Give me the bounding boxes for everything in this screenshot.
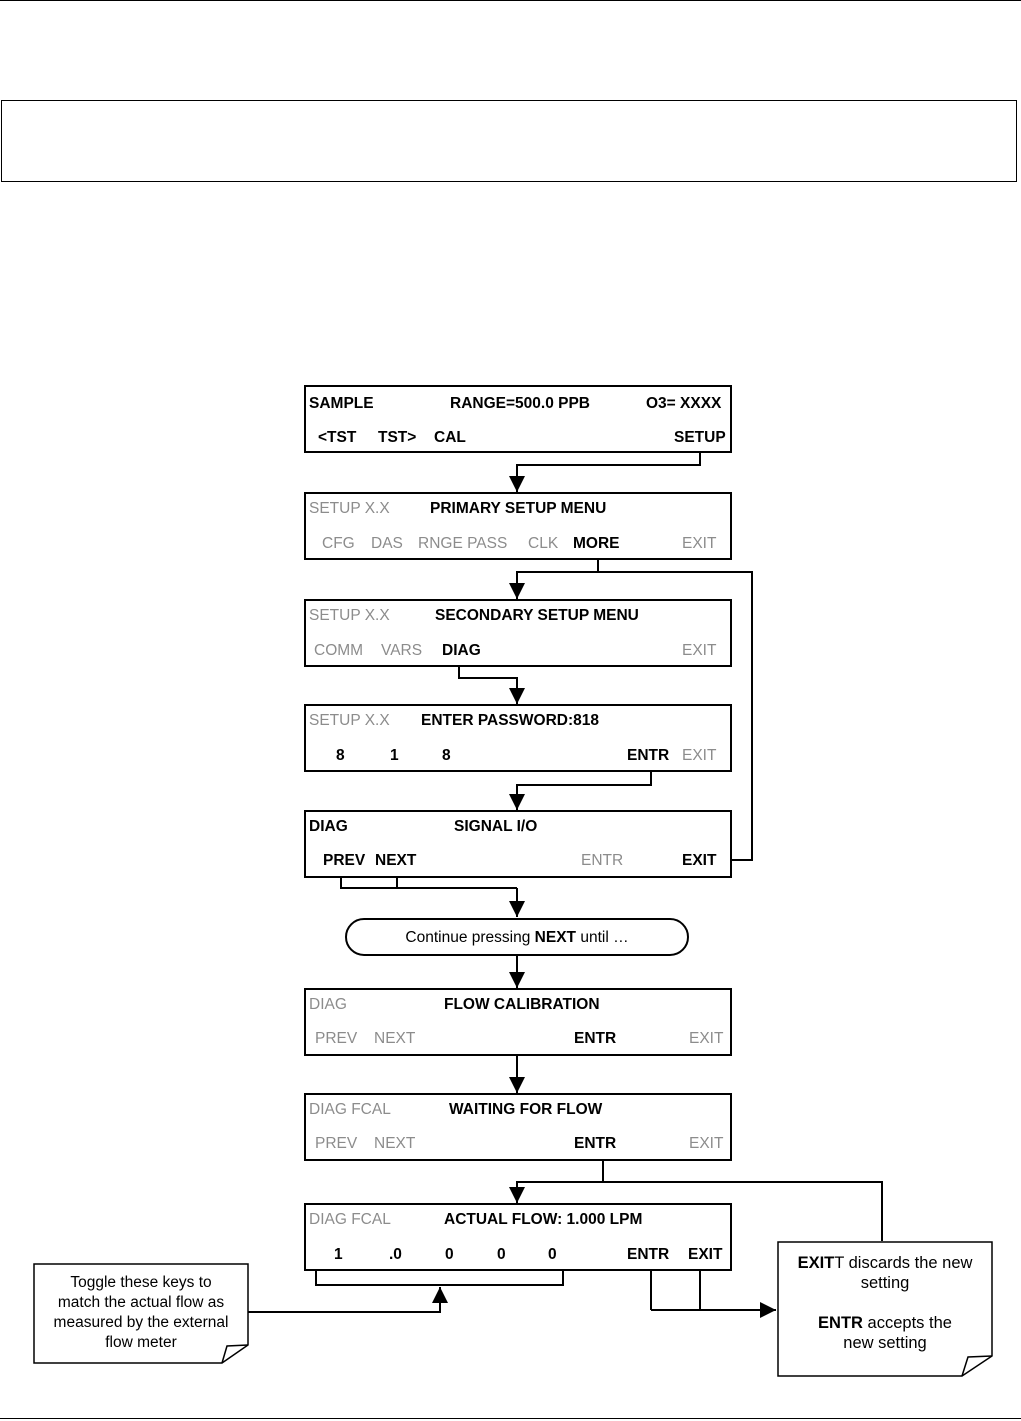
right-callout-shape (777, 1241, 993, 1377)
screen-mode: DIAG FCAL (309, 1211, 391, 1228)
key-next[interactable]: NEXT (374, 1030, 416, 1047)
arrow-diag-to-password (458, 660, 525, 704)
screen-title: WAITING FOR FLOW (449, 1101, 603, 1118)
left-callout-line: measured by the external (53, 1314, 229, 1331)
left-callout-shape (33, 1263, 249, 1364)
screen-flow-calibration: DIAG FLOW CALIBRATION PREV NEXT ENTR EXI… (304, 988, 732, 1056)
screen-password: SETUP X.X ENTER PASSWORD:818 8 1 8 ENTR … (304, 704, 732, 772)
screen-mode: SAMPLE (309, 395, 374, 412)
screen-mode: DIAG (309, 818, 348, 835)
key-entr[interactable]: ENTR (627, 747, 670, 764)
key-exit[interactable]: EXIT (682, 852, 717, 869)
screen-title: FLOW CALIBRATION (444, 996, 600, 1013)
right-callout-exit-line2: setting (860, 1274, 910, 1292)
screen-mode: DIAG FCAL (309, 1101, 391, 1118)
key-digit-2[interactable]: .0 (389, 1246, 402, 1263)
screen-waiting-for-flow: DIAG FCAL WAITING FOR FLOW PREV NEXT ENT… (304, 1093, 732, 1161)
screen-mode: SETUP X.X (309, 500, 390, 517)
screen-title: SIGNAL I/O (454, 818, 538, 835)
key-entr[interactable]: ENTR (581, 852, 624, 869)
screen-sample: SAMPLE RANGE=500.0 PPB O3= XXXX <TST TST… (304, 385, 732, 453)
right-callout: EXITT discards the new setting ENTR acce… (780, 1253, 990, 1353)
screen-value: O3= XXXX (646, 395, 722, 412)
key-exit[interactable]: EXIT (682, 642, 717, 659)
arrow-entr-to-signal (509, 764, 652, 810)
key-cal[interactable]: CAL (434, 429, 466, 446)
key-digit-5[interactable]: 0 (548, 1246, 557, 1263)
left-callout-line: match the actual flow as (57, 1294, 225, 1311)
key-more[interactable]: MORE (573, 535, 620, 552)
screen-title: PRIMARY SETUP MENU (430, 500, 607, 517)
continue-note: Continue pressing NEXT until … (345, 918, 689, 956)
right-callout-exit-line1: EXITT discards the new (797, 1254, 973, 1272)
arrow-waiting-to-actual (509, 1160, 604, 1203)
screen-mode: SETUP X.X (309, 607, 390, 624)
key-prev[interactable]: PREV (323, 852, 366, 869)
key-clk[interactable]: CLK (528, 535, 559, 552)
screen-mode: DIAG (309, 996, 347, 1013)
key-exit[interactable]: EXIT (688, 1246, 723, 1263)
key-next[interactable]: NEXT (374, 1135, 416, 1152)
screen-title: ENTER PASSWORD:818 (421, 712, 599, 729)
key-exit[interactable]: EXIT (682, 535, 717, 552)
key-digit-3[interactable]: 0 (445, 1246, 454, 1263)
key-entr[interactable]: ENTR (574, 1135, 617, 1152)
screen-actual-flow: DIAG FCAL ACTUAL FLOW: 1.000 LPM 1 .0 0 … (304, 1203, 732, 1271)
screen-title: RANGE=500.0 PPB (450, 395, 590, 412)
line-exit-return (598, 571, 753, 861)
key-prev[interactable]: PREV (315, 1135, 358, 1152)
key-tst-next[interactable]: TST> (378, 429, 417, 446)
right-callout-entr-line2: new setting (843, 1334, 927, 1352)
screen-signal-io: DIAG SIGNAL I/O PREV NEXT ENTR EXIT (304, 810, 732, 878)
screen-secondary-setup: SETUP X.X SECONDARY SETUP MENU COMM VARS… (304, 599, 732, 667)
key-exit[interactable]: EXIT (682, 747, 717, 764)
continue-note-text: Continue pressing NEXT until … (405, 929, 629, 946)
top-rule (0, 0, 1021, 1)
key-exit[interactable]: EXIT (689, 1135, 724, 1152)
key-tst-prev[interactable]: <TST (318, 429, 357, 446)
screen-mode: SETUP X.X (309, 712, 390, 729)
screen-title: SECONDARY SETUP MENU (435, 607, 639, 624)
right-callout-entr-line1: ENTR accepts the (818, 1314, 952, 1332)
key-setup[interactable]: SETUP (674, 429, 726, 446)
key-digit-1[interactable]: 1 (334, 1246, 343, 1263)
key-digit-3[interactable]: 8 (442, 747, 451, 764)
left-callout-line: Toggle these keys to (70, 1274, 212, 1291)
key-exit[interactable]: EXIT (689, 1030, 724, 1047)
screen-title: ACTUAL FLOW: 1.000 LPM (444, 1211, 643, 1228)
key-digit-2[interactable]: 1 (390, 747, 399, 764)
left-callout: Toggle these keys to match the actual fl… (36, 1273, 246, 1353)
key-rnge-pass[interactable]: RNGE PASS (418, 535, 508, 552)
key-vars[interactable]: VARS (381, 642, 423, 659)
note-box (1, 100, 1017, 182)
continue-note-key: NEXT (534, 929, 577, 946)
key-digit-1[interactable]: 8 (336, 747, 345, 764)
key-digit-4[interactable]: 0 (497, 1246, 506, 1263)
key-diag[interactable]: DIAG (442, 642, 481, 659)
line-callout-return (603, 1181, 883, 1241)
key-comm[interactable]: COMM (314, 642, 364, 659)
arrow-more-to-secondary (509, 552, 599, 599)
arrow-bracket-up (248, 1287, 448, 1313)
bottom-rule (0, 1418, 1021, 1419)
key-next[interactable]: NEXT (375, 852, 417, 869)
key-cfg[interactable]: CFG (322, 535, 355, 552)
left-callout-line: flow meter (105, 1334, 177, 1351)
screen-primary-setup: SETUP X.X PRIMARY SETUP MENU CFG DAS RNG… (304, 492, 732, 560)
key-prev[interactable]: PREV (315, 1030, 358, 1047)
arrow-setup-to-primary (509, 446, 701, 492)
key-entr[interactable]: ENTR (574, 1030, 617, 1047)
key-das[interactable]: DAS (371, 535, 403, 552)
key-entr[interactable]: ENTR (627, 1246, 670, 1263)
